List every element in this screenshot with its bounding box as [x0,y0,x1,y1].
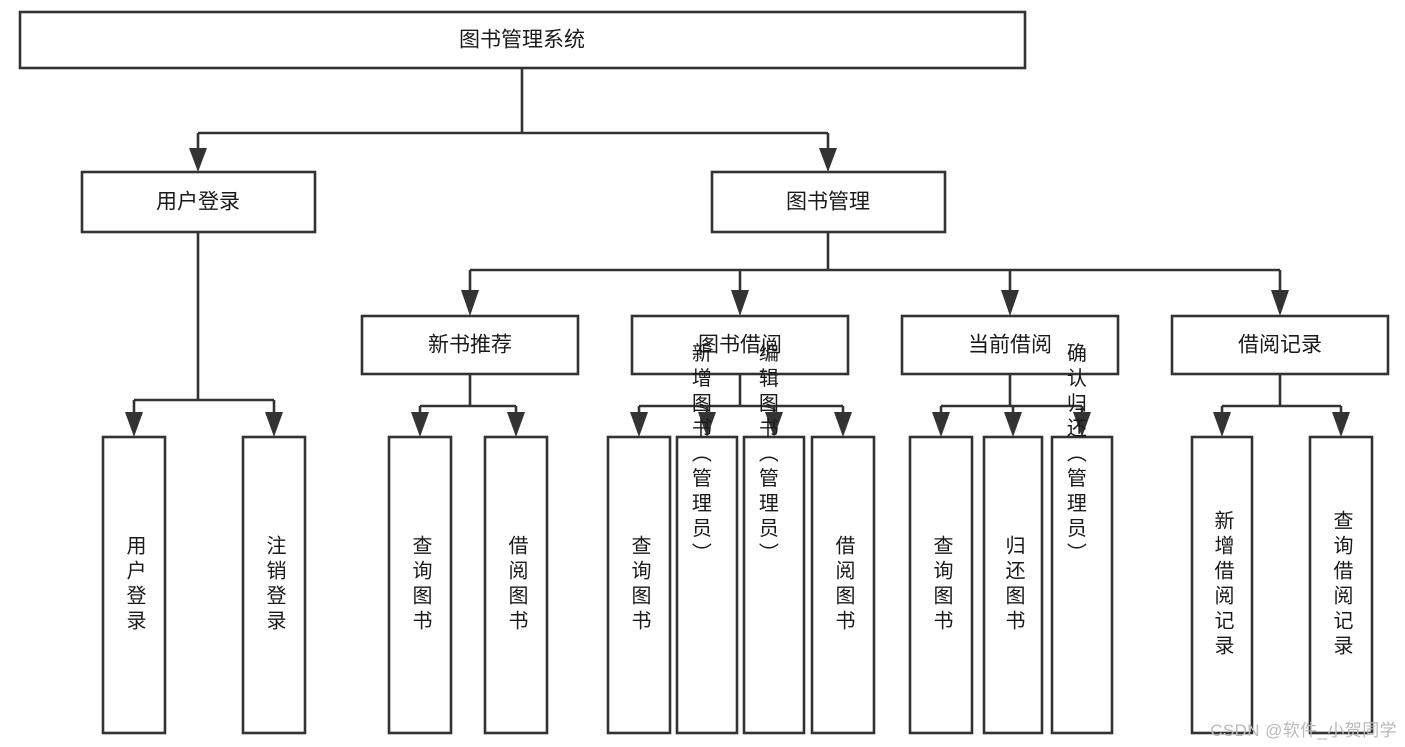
node-leaf-nb-query-book-label: 查询图书 [409,535,432,635]
node-leaf-nb-borrow-book-label: 借阅图书 [505,535,528,635]
node-new-book-recommend-label: 新书推荐 [428,334,512,357]
node-leaf-rec-add-record-label: 新增借阅记录 [1211,510,1234,660]
node-leaf-cb-return-book[interactable]: 归还图书 [982,435,1044,735]
node-borrow-record-box[interactable] [1170,314,1390,376]
node-leaf-user-logout[interactable]: 注销登录 [241,435,307,735]
arrow-head-new-book [461,290,479,316]
arrow-head-leaf-bb-add [698,412,716,437]
node-user-login[interactable]: 用户登录 [80,170,317,234]
arrow-head-leaf-rec-add [1213,412,1231,437]
node-leaf-bb-add-book-box[interactable] [675,435,739,735]
arrow-head-leaf-cb-query [932,412,950,437]
arrow-head-leaf-user-login [125,412,143,437]
node-current-borrow[interactable]: 当前借阅 [900,314,1120,376]
node-leaf-cb-confirm-return-box[interactable] [1050,435,1114,735]
node-leaf-bb-borrow-book[interactable]: 借阅图书 [810,435,876,735]
node-root[interactable]: 图书管理系统 [18,10,1027,70]
node-leaf-nb-borrow-book[interactable]: 借阅图书 [483,435,549,735]
node-leaf-cb-query-book-label: 查询图书 [930,535,953,635]
node-borrow-record-label: 借阅记录 [1238,334,1322,357]
node-leaf-cb-confirm-return[interactable]: 确认归还（管理员） [1050,342,1114,735]
node-leaf-cb-confirm-return-label: 确认归还（管理员） [1063,342,1086,567]
node-leaf-rec-add-record[interactable]: 新增借阅记录 [1190,435,1254,735]
node-leaf-bb-edit-book-label: 编辑图书（管理员） [755,342,778,567]
node-root-label: 图书管理系统 [459,29,585,52]
node-root-box[interactable] [18,10,1027,70]
arrow-head-leaf-bb-edit [765,412,783,437]
node-leaf-bb-add-book[interactable]: 新增图书（管理员） [675,342,739,735]
node-current-borrow-box[interactable] [900,314,1120,376]
arrow-head-book-mgmt [819,148,837,172]
node-leaf-user-login-label: 用户登录 [123,535,146,635]
node-book-management-box[interactable] [710,170,947,234]
node-leaf-user-login[interactable]: 用户登录 [101,435,167,735]
node-book-borrow-box[interactable] [630,314,850,376]
arrow-head-leaf-bb-query [630,412,648,437]
arrow-head-leaf-user-logout [265,412,283,437]
node-book-borrow[interactable]: 图书借阅 [630,314,850,376]
node-leaf-nb-borrow-book-box[interactable] [483,435,549,735]
node-leaf-user-logout-label: 注销登录 [263,535,286,635]
node-book-management-label: 图书管理 [786,191,870,214]
arrow-head-leaf-nb-query [411,412,429,437]
node-leaf-bb-add-book-label: 新增图书（管理员） [688,342,711,567]
node-leaf-user-logout-box[interactable] [241,435,307,735]
arrow-head-leaf-bb-borrow [834,412,852,437]
node-leaf-cb-return-book-box[interactable] [982,435,1044,735]
node-user-login-box[interactable] [80,170,317,234]
node-leaf-rec-add-record-box[interactable] [1190,435,1254,735]
node-book-management[interactable]: 图书管理 [710,170,947,234]
node-leaf-rec-query-record-label: 查询借阅记录 [1330,510,1353,660]
node-leaf-user-login-box[interactable] [101,435,167,735]
node-new-book-recommend[interactable]: 新书推荐 [360,314,580,376]
node-leaf-bb-query-book[interactable]: 查询图书 [606,435,672,735]
arrow-head-borrow [731,290,749,316]
arrow-head-leaf-nb-borrow [507,412,525,437]
node-leaf-bb-query-book-box[interactable] [606,435,672,735]
connector-layer [125,68,1350,437]
node-leaf-rec-query-record[interactable]: 查询借阅记录 [1308,435,1374,735]
node-leaf-cb-query-book[interactable]: 查询图书 [908,435,974,735]
node-leaf-nb-query-book-box[interactable] [387,435,453,735]
arrow-head-leaf-cb-confirm [1073,412,1091,437]
node-user-login-label: 用户登录 [156,191,240,214]
node-borrow-record[interactable]: 借阅记录 [1170,314,1390,376]
node-leaf-cb-query-book-box[interactable] [908,435,974,735]
arrow-head-user-login [189,148,207,172]
node-current-borrow-label: 当前借阅 [968,334,1052,357]
arrow-head-leaf-rec-query [1332,412,1350,437]
arrow-head-current [1001,290,1019,316]
node-leaf-bb-borrow-book-box[interactable] [810,435,876,735]
node-leaf-bb-query-book-label: 查询图书 [628,535,651,635]
node-new-book-recommend-box[interactable] [360,314,580,376]
node-book-borrow-label: 图书借阅 [698,334,782,357]
arrow-head-leaf-cb-return [1004,412,1022,437]
node-leaf-nb-query-book[interactable]: 查询图书 [387,435,453,735]
arrow-head-record [1271,290,1289,316]
node-leaf-rec-query-record-box[interactable] [1308,435,1374,735]
node-leaf-bb-edit-book[interactable]: 编辑图书（管理员） [742,342,806,735]
node-leaf-bb-borrow-book-label: 借阅图书 [832,535,855,635]
node-leaf-bb-edit-book-box[interactable] [742,435,806,735]
node-leaf-cb-return-book-label: 归还图书 [1002,535,1025,635]
